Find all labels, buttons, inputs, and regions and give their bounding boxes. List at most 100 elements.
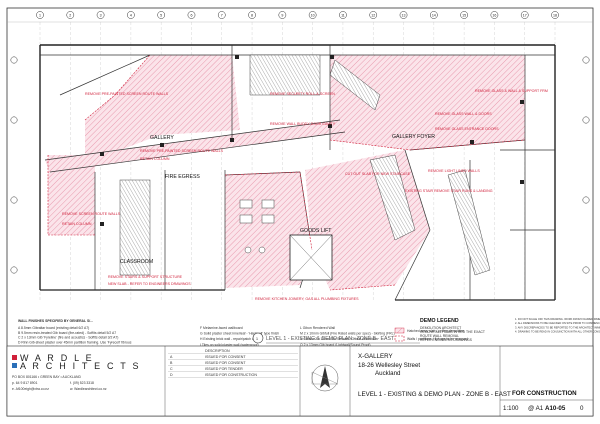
room-label-gallery-foyer: GALLERY FOYER — [392, 134, 435, 140]
demo-note: REMOVE SECURITY ROLL-A-SCREEN — [270, 92, 335, 96]
note-line: N Gibson 2 x 13mm Gib Stewart / Gibfull … — [300, 337, 378, 341]
demo-notes: REMOVE PRE-PAINTED SCREEN ROUTE WALLS RE… — [62, 89, 548, 301]
grid-marker — [551, 11, 559, 19]
note-line: ROUTE WALL REMOVAL — [420, 334, 459, 338]
note-line: O 2 x 13mm Gib board (Lightwall/Sound Pr… — [300, 343, 370, 347]
demo-note: NEW SLAB - REFER TO ENGINEERS DRAWINGS — [108, 282, 191, 286]
north-arrow-icon — [311, 364, 339, 392]
grid-marker — [429, 11, 438, 19]
grid-marker-label: 13 — [402, 13, 406, 17]
grid-marker-label: 12 — [371, 13, 375, 17]
grid-marker-label: 3 — [100, 13, 102, 17]
demo-note: REMOVE GLASS WALL & DOORS — [435, 112, 492, 116]
drawing-section-title: 1 LEVEL 1 - EXISTING & DEMO PLAN - ZONE … — [252, 332, 420, 344]
grid-marker — [369, 11, 378, 19]
grid-marker-label: 15 — [462, 13, 466, 17]
firm-address: PO BOX 801166 • GREEN BAY • AUCKLAND — [12, 375, 81, 379]
drawing-number: A10-05 — [545, 405, 566, 412]
grid-marker — [460, 11, 468, 19]
note-line: C 2 x 13mm Gib 'Fyreline' (fire and acou… — [18, 336, 118, 340]
grid-marker-label: 9 — [281, 13, 283, 17]
note-line: A 8.5mm Gibraltar board (existing detail… — [18, 326, 89, 330]
general-note: 4. DRAWING TO BE READ IN CONJUNCTION WIT… — [515, 330, 600, 334]
firm-name-line2: A R C H I T E C T S — [20, 361, 141, 371]
demo-legend: DEMO LEGEND Hatched area: slab / ceiling… — [394, 318, 485, 342]
note-line: I Tiles on solid plaster wall (waterproo… — [200, 343, 259, 347]
general-note: 2. ALL DIMENSIONS TO BE CHECKED ON SITE … — [515, 321, 600, 325]
room-label-fire-egress: FIRE EGRESS — [165, 174, 200, 180]
grid-marker — [217, 11, 226, 19]
room-label-gallery: GALLERY — [150, 135, 174, 141]
demo-hatch-west — [48, 155, 95, 235]
drawing-title: LEVEL 1 - EXISTING & DEMO PLAN - ZONE B … — [358, 391, 511, 398]
revision-number: 0 — [580, 405, 584, 412]
grid-marker-label: 10 — [311, 13, 315, 17]
goods-lift-shaft — [289, 234, 333, 281]
demo-note: REMOVE KITCHEN JOINERY, GAS ALL PLUMBING… — [255, 297, 359, 301]
grid-marker — [490, 11, 499, 19]
stair-gallery — [249, 54, 321, 96]
demo-hatch-gallery — [85, 55, 240, 160]
grid-marker-label: 6 — [190, 13, 192, 17]
grid-marker-label: 4 — [130, 13, 132, 17]
demo-note: EXISTING STAIR REMOVE STAIR RUNS & LANDI… — [405, 189, 493, 193]
grid-marker — [278, 11, 287, 19]
revision-description: ISSUED FOR CONSENT — [205, 361, 246, 365]
note-line: M 2 x 10mm Gibfull (Fire Rated walls per… — [300, 332, 395, 336]
project-city: Auckland — [375, 370, 401, 377]
floor-plan: GALLERY GALLERY FOYER FIRE EGRESS CLASSR… — [39, 44, 556, 301]
legend-item: Hatched area: slab / ceiling demolition — [407, 329, 464, 333]
legend-title: DEMO LEGEND — [420, 318, 459, 324]
grid-marker — [339, 11, 347, 19]
demo-note: REMOVE PRE-PAINTED SCREEN ROUTE WALLS — [140, 149, 224, 153]
demo-note: RETAIN COLUMN — [140, 157, 170, 161]
firm-web: w. Wardlearchitect.co.nz — [70, 387, 107, 391]
svg-text:1: 1 — [256, 337, 258, 341]
grid-marker-label: 18 — [553, 13, 557, 17]
revision-code: D — [170, 373, 173, 377]
sheet-size: @ A1 — [528, 405, 544, 412]
note-line: DEMOLITION ARCHITECT — [420, 326, 461, 330]
firm-name-line1: W A R D L E — [20, 353, 94, 363]
grid-marker-label: 5 — [160, 13, 162, 17]
grid-marker — [308, 11, 317, 19]
grid-marker — [96, 11, 105, 19]
scale: 1:100 — [503, 405, 519, 412]
grid-marker — [399, 11, 408, 19]
grid-marker-label: 14 — [432, 13, 436, 17]
note-line: B 9.5mm resin-treated Gib board (fire-ra… — [18, 331, 116, 335]
revision-code: C — [170, 367, 173, 371]
notes-heading: WALL FINISHES SPECIFIED BY GENERAL S/... — [18, 319, 93, 323]
demo-hatch-foyer — [330, 55, 525, 150]
general-note: 1. DO NOT SCALE OFF THIS DRAWING. WORK F… — [515, 317, 600, 321]
grid-marker-label: 2 — [69, 13, 71, 17]
grid-marker-label: 11 — [341, 13, 345, 17]
note-line: D Rinn Gib-sheet plaster over 45mm parti… — [18, 340, 132, 344]
firm-fax: f. (09) 523 3318 — [70, 381, 94, 385]
revision-description: DESCRIPTION — [205, 349, 230, 353]
demo-note: REMOVE STAIRS & SUPPORT STRUCTURE — [108, 275, 183, 279]
section-title: LEVEL 1 - EXISTING & DEMO PLAN - ZONE B … — [266, 336, 395, 342]
firm-email: e. Af100eigh@xtra.co.nz — [12, 387, 49, 391]
stair-egress — [369, 154, 491, 276]
legend-item: Walls / partitions / fixtures to be remo… — [407, 337, 468, 341]
grid-marker — [127, 11, 135, 19]
firm-logo: W A R D L E A R C H I T E C T S — [12, 353, 141, 371]
note-line: REFER ENGINEERS DRAWINGS — [420, 338, 473, 342]
demo-note: CUT OUT SLAB FOR NEW STAIRCASE — [345, 172, 411, 176]
status: FOR CONSTRUCTION — [512, 390, 577, 397]
row-markers — [10, 56, 590, 274]
title-block: W A R D L E A R C H I T E C T S PO BOX 8… — [6, 345, 594, 417]
note-line: REMOVE ALL ITEMS IN RED THE EXACT — [420, 330, 485, 334]
grid-marker-label: 17 — [523, 13, 527, 17]
demo-note: REMOVE LIGHT LINED WALLS — [428, 169, 480, 173]
grid-marker — [157, 11, 166, 19]
grid-marker-label: 7 — [221, 13, 223, 17]
demo-note: REMOVE GLASS ENTRANCE DOORS — [435, 127, 499, 131]
demo-hatch-strip — [45, 120, 345, 172]
general-note: 3. ANY DISCREPANCIES TO BE REPORTED TO T… — [515, 325, 600, 329]
project-name: X-GALLERY — [358, 353, 393, 360]
revision-code: A — [170, 355, 173, 359]
